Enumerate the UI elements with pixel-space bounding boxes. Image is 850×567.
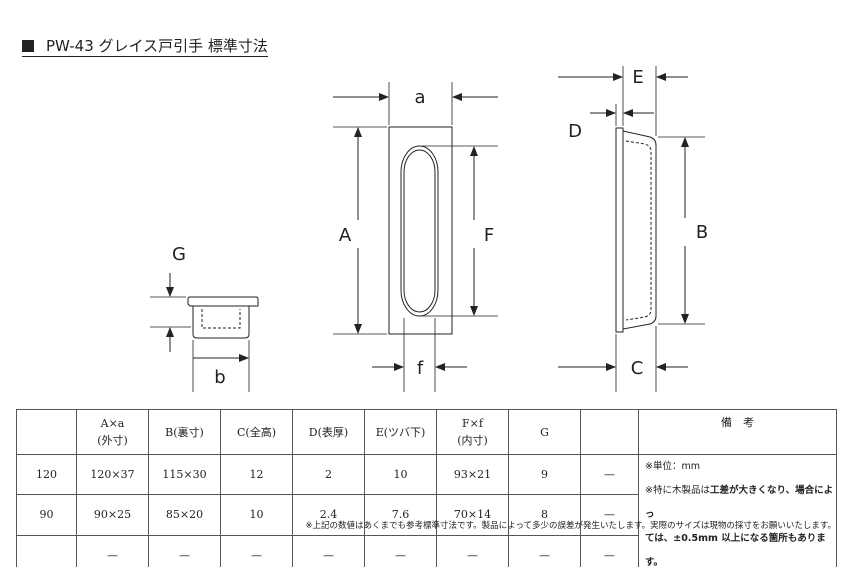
remark-unit: ※単位：mm: [645, 461, 700, 472]
header-cell: B(裏寸): [148, 409, 221, 455]
dim-label-B: B: [696, 222, 708, 243]
dim-label-E: E: [632, 67, 643, 88]
dim-label-D: D: [568, 121, 582, 142]
table-row: 90 90×25 85×20 10 2.4 7.6 70×14 8 —: [16, 494, 837, 536]
header-cell: F×f(内寸): [436, 409, 509, 455]
header-cell-remarks: 備 考: [638, 409, 837, 455]
header-cell: [16, 409, 77, 455]
technical-drawing: a A F f E D B C G b: [150, 66, 708, 392]
header-cell: [580, 409, 639, 455]
remark-tolerance: ※特に木製品は工差が大きくなり、場合によっ: [645, 485, 834, 520]
dim-label-b: b: [214, 367, 225, 388]
page-title: PW-43 グレイス戸引手 標準寸法: [22, 37, 268, 57]
dim-label-A: A: [339, 225, 352, 246]
header-cell: E(ツバ下): [364, 409, 437, 455]
side-view-large: [558, 66, 705, 392]
square-bullet-icon: [22, 40, 34, 52]
header-cell: A×a(外寸): [76, 409, 149, 455]
header-cell: C(全高): [220, 409, 293, 455]
front-view: [333, 82, 498, 392]
header-cell: G: [508, 409, 581, 455]
dim-label-f: f: [417, 358, 424, 379]
title-text: PW-43 グレイス戸引手 標準寸法: [46, 37, 268, 55]
footnote: ※上記の数値はあくまでも参考標準寸法です。製品によって多少の誤差が発生いたします…: [305, 521, 836, 531]
table-row: 120 120×37 115×30 12 2 10 93×21 9 — ※単位：…: [16, 453, 837, 567]
side-view-small: [150, 273, 259, 392]
table-row: — — — — — — — —: [16, 534, 837, 567]
table-header-row: A×a(外寸) B(裏寸) C(全高) D(表厚) E(ツバ下) F×f(内寸)…: [16, 409, 837, 455]
dim-label-a: a: [414, 87, 425, 108]
dim-label-C: C: [631, 358, 644, 379]
remarks-cell: ※単位：mm ※特に木製品は工差が大きくなり、場合によっ ては、±0.5mm 以…: [638, 454, 837, 567]
header-cell: D(表厚): [292, 409, 365, 455]
dim-label-F: F: [484, 225, 494, 246]
remark-tolerance-cont: ては、±0.5mm 以上になる箇所もあります。: [645, 533, 826, 567]
spec-table: A×a(外寸) B(裏寸) C(全高) D(表厚) E(ツバ下) F×f(内寸)…: [16, 409, 837, 567]
dim-label-G: G: [172, 244, 186, 265]
